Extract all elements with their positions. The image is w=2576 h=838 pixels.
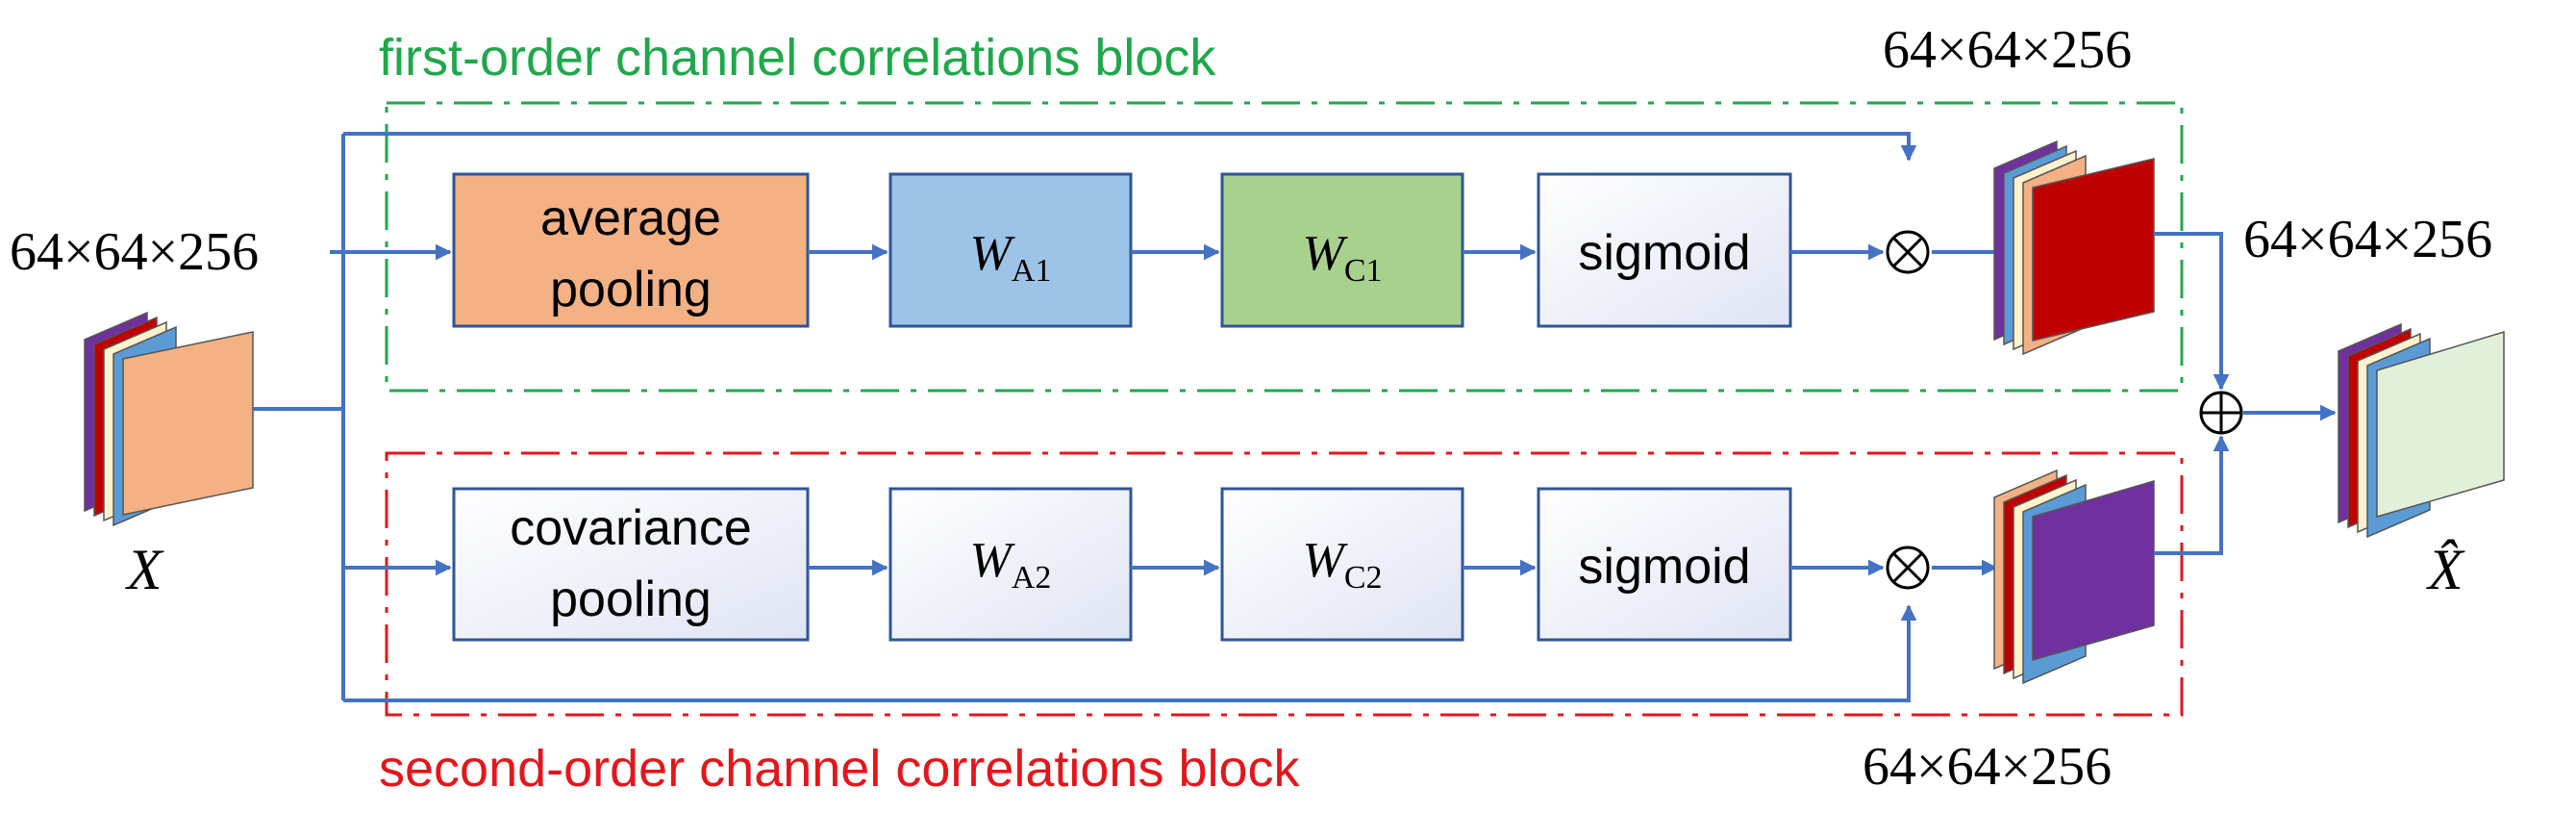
input-dim-label: 64×64×256 [10,222,259,282]
bottom-output-dim-label: 64×64×256 [1863,737,2112,797]
wa1-label: WA1 [970,226,1052,289]
average-pooling-box [452,172,810,328]
sigmoid-label-bottom: sigmoid [1578,539,1750,595]
sigmoid-box-top [1537,172,1792,328]
sigmoid-box-bottom [1537,487,1792,642]
wc1-label: WC1 [1302,226,1382,289]
input-label: X [125,538,164,601]
wa2-label: WA2 [970,533,1052,596]
merge-arrows [2154,232,2337,555]
second-order-block-title: second-order channel correlations block [379,740,1301,798]
covariance-pooling-label-line1: covariance [510,500,751,556]
bottom-output-feature-stack [1993,469,2155,685]
wc2-label: WC2 [1302,533,1382,596]
wa1-box [888,172,1133,328]
right-dim-label: 64×64×256 [2243,210,2492,269]
input-feature-stack [84,311,254,527]
average-pooling-label-line1: average [540,190,721,246]
input-routing [253,132,1917,702]
covariance-pooling-box [452,487,810,642]
covariance-pooling-label-line2: pooling [550,571,712,627]
wc2-box [1220,487,1464,642]
sigmoid-label-top: sigmoid [1578,225,1750,281]
first-order-block-title: first-order channel correlations block [379,29,1216,87]
wc1-box [1220,172,1464,328]
first-order-block-frame [385,101,2184,393]
multiply-operator-bottom [1886,546,1930,590]
output-label: X̂ [2426,538,2465,601]
average-pooling-label-line2: pooling [550,262,712,317]
output-feature-stack [2338,322,2505,539]
add-operator [2199,391,2243,435]
top-output-dim-label: 64×64×256 [1883,20,2132,80]
second-order-block-frame [385,451,2184,717]
top-output-feature-stack [1993,140,2155,356]
wa2-box [888,487,1133,642]
multiply-operator-top [1886,230,1930,274]
